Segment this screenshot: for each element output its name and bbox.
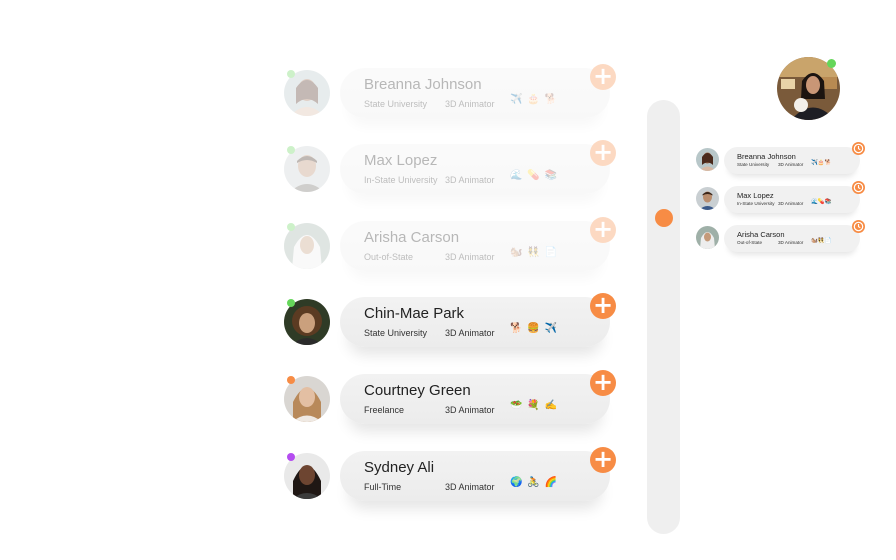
clock-icon — [853, 221, 864, 232]
candidate-role: 3D Animator — [445, 252, 495, 262]
interest-emojis: 🐿️👯📄 — [811, 238, 832, 244]
candidate-role: 3D Animator — [445, 405, 495, 415]
interest-emojis: 🥗 💐 ✍️ — [510, 400, 558, 411]
interest-emojis: 🌍 🚴 🌈 — [510, 477, 558, 488]
interest-emojis: 🌊 💊 📚 — [510, 170, 558, 181]
clock-icon — [853, 143, 864, 154]
status-online-indicator — [287, 146, 295, 154]
candidate-role: 3D Animator — [778, 201, 804, 206]
candidate-card[interactable]: Courtney Green Freelance 3D Animator 🥗 💐… — [340, 374, 610, 424]
candidate-role: 3D Animator — [445, 328, 495, 338]
plus-icon: + — [592, 291, 614, 319]
candidate-name: Courtney Green — [364, 382, 471, 399]
avatar — [284, 146, 330, 192]
clock-icon — [853, 182, 864, 193]
candidate-affiliation: State University — [364, 99, 428, 109]
candidate-name: Breanna Johnson — [737, 152, 796, 161]
status-busy-indicator — [287, 453, 295, 461]
candidate-row[interactable]: Arisha Carson Out-of-State 3D Animator 🐿… — [284, 217, 624, 301]
avatar — [696, 187, 719, 210]
schedule-button[interactable] — [852, 181, 865, 194]
plus-icon: + — [592, 62, 614, 90]
candidate-affiliation: Freelance — [364, 405, 405, 415]
interest-emojis: ✈️🎂🐕 — [811, 160, 832, 166]
interest-emojis: 🐿️ 👯 📄 — [510, 247, 558, 258]
candidate-affiliation: In-State University — [737, 201, 775, 206]
plus-icon: + — [592, 368, 614, 396]
add-candidate-button[interactable]: + — [590, 140, 616, 166]
candidate-name: Arisha Carson — [364, 229, 460, 246]
candidate-card[interactable]: Max Lopez In-State University 3D Animato… — [340, 144, 610, 194]
candidate-card[interactable]: Chin-Mae Park State University 3D Animat… — [340, 297, 610, 347]
avatar — [284, 223, 330, 269]
add-candidate-button[interactable]: + — [590, 64, 616, 90]
schedule-button[interactable] — [852, 220, 865, 233]
add-candidate-button[interactable]: + — [590, 447, 616, 473]
candidate-name: Max Lopez — [737, 191, 774, 200]
candidate-row[interactable]: Courtney Green Freelance 3D Animator 🥗 💐… — [284, 370, 624, 454]
candidate-role: 3D Animator — [445, 175, 495, 185]
scheduled-item[interactable]: Arisha Carson Out-of-State 3D Animator 🐿… — [696, 220, 866, 256]
candidate-name: Arisha Carson — [737, 230, 785, 239]
status-away-indicator — [287, 376, 295, 384]
add-candidate-button[interactable]: + — [590, 217, 616, 243]
status-online-indicator — [287, 223, 295, 231]
avatar — [696, 226, 719, 249]
plus-icon: + — [592, 215, 614, 243]
scheduled-item[interactable]: Max Lopez In-State University 3D Animato… — [696, 181, 866, 217]
scheduled-card[interactable]: Breanna Johnson State University 3D Anim… — [724, 147, 860, 174]
scrollbar-thumb[interactable] — [655, 209, 673, 227]
plus-icon: + — [592, 138, 614, 166]
candidate-role: 3D Animator — [778, 162, 804, 167]
candidate-card[interactable]: Breanna Johnson State University 3D Anim… — [340, 68, 610, 118]
candidate-name: Breanna Johnson — [364, 76, 482, 93]
avatar — [284, 453, 330, 499]
add-candidate-button[interactable]: + — [590, 293, 616, 319]
candidate-affiliation: State University — [737, 162, 770, 167]
add-candidate-button[interactable]: + — [590, 370, 616, 396]
candidate-role: 3D Animator — [445, 482, 495, 492]
candidate-affiliation: In-State University — [364, 175, 438, 185]
status-online-indicator — [287, 70, 295, 78]
candidate-row[interactable]: Max Lopez In-State University 3D Animato… — [284, 140, 624, 224]
candidate-role: 3D Animator — [778, 240, 804, 245]
interest-emojis: 🐕 🍔 ✈️ — [510, 323, 558, 334]
avatar — [284, 70, 330, 116]
candidate-name: Chin-Mae Park — [364, 305, 465, 322]
interest-emojis: ✈️ 🎂 🐕 — [510, 94, 558, 105]
candidate-name: Max Lopez — [364, 152, 438, 169]
candidate-card[interactable]: Arisha Carson Out-of-State 3D Animator 🐿… — [340, 221, 610, 271]
scrollbar-track[interactable] — [647, 100, 680, 534]
candidate-affiliation: Out-of-State — [364, 252, 414, 262]
candidate-row[interactable]: Sydney Ali Full-Time 3D Animator 🌍 🚴 🌈 + — [284, 447, 624, 531]
candidate-affiliation: State University — [364, 328, 428, 338]
avatar — [696, 148, 719, 171]
plus-icon: + — [592, 445, 614, 473]
candidate-card[interactable]: Sydney Ali Full-Time 3D Animator 🌍 🚴 🌈 — [340, 451, 610, 501]
candidate-role: 3D Animator — [445, 99, 495, 109]
status-online-indicator — [827, 59, 836, 68]
candidate-name: Sydney Ali — [364, 459, 435, 476]
schedule-button[interactable] — [852, 142, 865, 155]
scheduled-card[interactable]: Max Lopez In-State University 3D Animato… — [724, 186, 860, 213]
candidate-row[interactable]: Breanna Johnson State University 3D Anim… — [284, 64, 624, 148]
status-online-indicator — [287, 299, 295, 307]
scheduled-card[interactable]: Arisha Carson Out-of-State 3D Animator 🐿… — [724, 225, 860, 252]
candidate-affiliation: Full-Time — [364, 482, 402, 492]
scheduled-item[interactable]: Breanna Johnson State University 3D Anim… — [696, 142, 866, 178]
interest-emojis: 🌊💊📚 — [811, 199, 832, 205]
candidate-affiliation: Out-of-State — [737, 240, 763, 245]
candidate-row[interactable]: Chin-Mae Park State University 3D Animat… — [284, 293, 624, 377]
